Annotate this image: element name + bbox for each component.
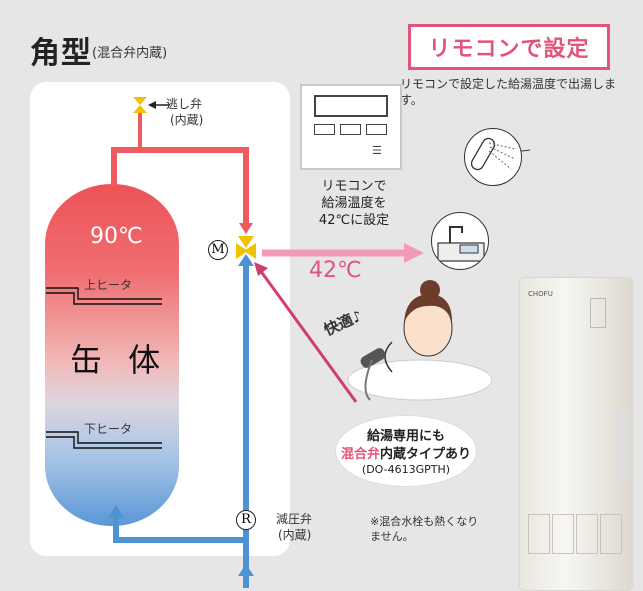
page-title: 角型 [30, 36, 92, 71]
unit-sticker [616, 408, 628, 478]
menu-icon: ☰ [372, 144, 382, 157]
footnote: ※混合水栓も熱くなりません。 [370, 515, 479, 543]
unit-panel-1 [528, 514, 550, 554]
upper-heater-label: 上ヒータ [84, 278, 133, 292]
remote-caption-line2: 給湯温度を [321, 196, 387, 211]
unit-panel-3 [576, 514, 598, 554]
upper-heater-line-b [46, 292, 162, 305]
lower-heater-label: 下ヒータ [84, 422, 133, 436]
relief-valve-bottom [133, 105, 147, 113]
shower-head-held [360, 348, 386, 368]
cold-water-tank-pipe [113, 515, 246, 543]
output-temperature: 42℃ [309, 258, 362, 283]
bath-foam [347, 359, 493, 401]
unit-panel-4 [600, 514, 622, 554]
relief-valve-sublabel: (内蔵) [170, 113, 204, 127]
remote-caption: リモコンで 給湯温度を 42℃に設定 [308, 178, 400, 229]
lower-heater-line-b [46, 436, 162, 449]
speech-bubble [335, 415, 477, 487]
remote-button-3 [366, 124, 387, 135]
remote-button-1 [314, 124, 335, 135]
lower-heater-line-a [46, 431, 162, 444]
hot-down-arrow [239, 223, 253, 234]
unit-brand: CHOFU [528, 290, 553, 298]
cold-inlet-arrow [238, 564, 254, 576]
reducing-valve-label: 減圧弁 [276, 512, 313, 526]
cold-up-arrow-valve [238, 254, 254, 266]
remote-caption-line3: 42℃に設定 [318, 213, 390, 228]
mix-valve-right [244, 243, 256, 259]
unit-panel-2 [552, 514, 574, 554]
pointer-line [258, 269, 358, 403]
relief-valve-top [133, 97, 147, 105]
bubble-rest-text: 内蔵タイプあり [380, 447, 472, 462]
relief-valve-label: 逃し弁 [166, 97, 203, 111]
remote-button-2 [340, 124, 361, 135]
reducing-valve-marker: R [236, 510, 256, 530]
remocon-section-title: リモコンで設定 [408, 24, 610, 70]
mix-valve-top [238, 236, 254, 248]
bubble-pink-text: 混合弁 [340, 447, 380, 462]
tank-top-temperature: 90℃ [90, 224, 143, 249]
shower-circle [464, 128, 522, 186]
faucet-arrow-head [404, 243, 424, 263]
bubble-line2: 混合弁内蔵タイプあり [338, 443, 474, 462]
woman-hair [404, 294, 452, 322]
shower-icon [470, 137, 516, 171]
pointer-head [254, 262, 268, 276]
tank-body [45, 184, 179, 526]
water-heater-unit: CHOFU [520, 278, 632, 590]
tank-label: 缶 体 [70, 341, 169, 379]
sink-circle [431, 212, 489, 270]
bubble-line1: 給湯専用にも [366, 429, 445, 444]
remocon-description: リモコンで設定した給湯温度で出湯します。 [400, 77, 617, 107]
remote-screen [314, 95, 388, 117]
upper-heater-line-a [46, 287, 162, 300]
reducing-valve-sublabel: (内蔵) [278, 528, 312, 542]
mixing-valve-marker: M [208, 240, 228, 260]
unit-window [590, 298, 606, 328]
hot-water-pipe [111, 147, 249, 226]
cold-up-arrow-tank [108, 505, 124, 518]
remote-caption-line1: リモコンで [321, 179, 387, 194]
remote-control: ☰ [300, 84, 402, 170]
page-subtitle: (混合弁内蔵) [92, 46, 168, 61]
faucet-icon [437, 226, 485, 262]
mix-valve-left [236, 243, 248, 259]
bubble-model: (DO-4613GPTH) [361, 463, 451, 476]
